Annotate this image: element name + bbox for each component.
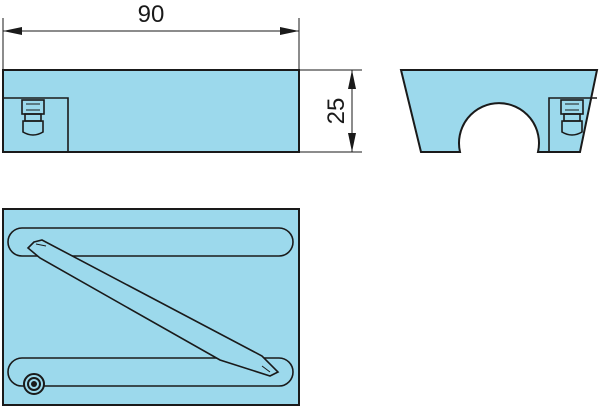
top-view — [2, 208, 300, 406]
diagonal-groove-end-mark-bottom — [261, 365, 271, 373]
height-dimension-label: 25 — [323, 98, 350, 125]
diagonal-groove-end-mark-top — [35, 243, 47, 247]
width-dimension: 90 — [2, 1, 300, 70]
width-arrow-left — [3, 27, 22, 35]
grease-nipple-side-icon — [560, 99, 584, 136]
side-view-body — [399, 69, 599, 153]
height-dimension: 25 — [299, 69, 362, 153]
grease-nipple-top-icon — [23, 373, 45, 395]
width-dimension-label: 90 — [138, 1, 165, 28]
grease-nipple-front-icon — [21, 99, 45, 136]
side-view — [399, 69, 599, 153]
front-view-bore-outline — [3, 97, 69, 152]
diagonal-groove — [26, 239, 280, 377]
height-arrow-bottom — [348, 133, 356, 152]
upper-groove — [7, 227, 294, 257]
front-view-body — [2, 69, 300, 153]
lower-groove — [7, 357, 294, 387]
width-arrow-right — [280, 27, 299, 35]
front-view — [2, 69, 300, 153]
height-arrow-top — [348, 70, 356, 89]
side-view-bore-outline — [548, 97, 597, 152]
